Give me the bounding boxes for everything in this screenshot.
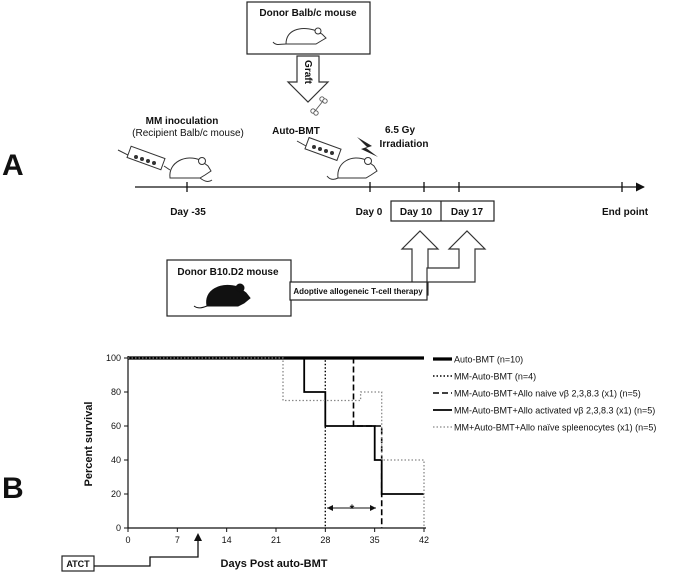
y-tick-label: 0 (116, 523, 121, 533)
graft-label: Graft (302, 60, 313, 85)
panel-a: A Donor Balb/c mouse Graft MM inoculatio… (2, 1, 649, 317)
y-tick-label: 60 (111, 421, 121, 431)
end-point-label: End point (602, 207, 649, 218)
day-minus35-label: Day -35 (170, 207, 206, 218)
x-tick-label: 7 (175, 535, 180, 545)
x-tick-label: 35 (370, 535, 380, 545)
atct-label: ATCT (66, 559, 90, 569)
y-axis-label: Percent survival (83, 402, 95, 487)
x-tick-label: 28 (320, 535, 330, 545)
legend-label: MM+Auto-BMT+Allo naïve spleenocytes (x1)… (454, 423, 656, 433)
legend-label: Auto-BMT (n=10) (454, 355, 523, 365)
significance-star: * (350, 502, 355, 516)
irradiation-dose-label: 6.5 Gy (385, 125, 415, 136)
x-tick-label: 42 (419, 535, 429, 545)
therapy-box (289, 281, 428, 301)
timeline: Day -35 Day 0 Day 10 Day 17 End point (135, 182, 649, 222)
survival-series-2 (128, 357, 326, 528)
legend: Auto-BMT (n=10) MM-Auto-BMT (n=4) MM-Auto-… (433, 355, 656, 433)
day10-label: Day 10 (400, 207, 433, 218)
survival-series-4 (128, 357, 424, 495)
x-axis-label: Days Post auto-BMT (221, 558, 328, 570)
atct-marker: ATCT (61, 533, 202, 572)
x-tick-label: 14 (222, 535, 232, 545)
donor-balbc-box: Donor Balb/c mouse (246, 1, 371, 55)
panel-b-label: B (2, 472, 24, 505)
day10-up-arrow (400, 230, 440, 296)
recipient-label: (Recipient Balb/c mouse) (132, 128, 244, 139)
mm-inoculation-label: MM inoculation (146, 116, 219, 127)
panel-a-label: A (2, 149, 24, 182)
lightning-icon (357, 137, 378, 157)
therapy-label: Adoptive allogeneic T-cell therapy (293, 287, 423, 296)
donor-balbc-label: Donor Balb/c mouse (259, 8, 357, 19)
plot-axes: 0 7 14 21 28 35 42 0 20 40 60 80 100 (106, 353, 429, 545)
survival-series-5 (128, 357, 425, 528)
plot-series (128, 356, 425, 528)
black-mouse-icon (193, 283, 251, 309)
recipient-mouse-icon-2 (326, 157, 378, 180)
white-mouse-icon (272, 27, 327, 45)
x-tick-label: 21 (271, 535, 281, 545)
syringe-icon (117, 145, 171, 171)
donor-b10-box: Donor B10.D2 mouse (166, 259, 292, 317)
significance-bracket: * (327, 502, 376, 516)
legend-label: MM-Auto-BMT+Allo naive vβ 2,3,8.3 (x1) (… (454, 389, 641, 399)
legend-label: MM-Auto-BMT (n=4) (454, 372, 536, 382)
survival-series-3 (128, 357, 383, 528)
auto-bmt-label: Auto-BMT (272, 126, 320, 137)
legend-label: MM-Auto-BMT+Allo activated vβ 2,3,8.3 (x… (454, 406, 655, 416)
x-tick-label: 0 (125, 535, 130, 545)
syringe-icon-2 (296, 136, 342, 162)
recipient-mouse-icon (169, 157, 213, 182)
y-tick-label: 80 (111, 387, 121, 397)
donor-b10-label: Donor B10.D2 mouse (177, 267, 279, 278)
day17-up-arrow (426, 230, 487, 283)
bone-icon (310, 96, 328, 116)
y-tick-label: 40 (111, 455, 121, 465)
panel-b: B Percent survival Days Post auto-BMT 0 7… (2, 353, 656, 572)
irradiation-label: Irradiation (380, 139, 429, 150)
y-tick-label: 20 (111, 489, 121, 499)
day17-label: Day 17 (451, 207, 484, 218)
graft-arrow: Graft (286, 55, 330, 103)
y-tick-label: 100 (106, 353, 121, 363)
day0-label: Day 0 (356, 207, 383, 218)
